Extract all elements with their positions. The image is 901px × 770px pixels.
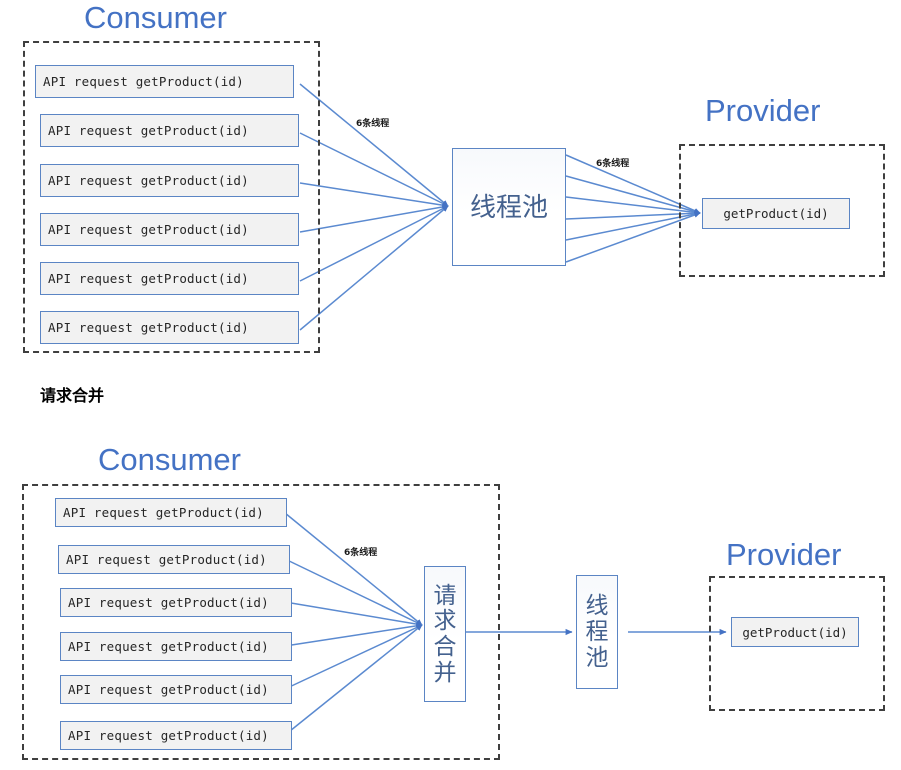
bottom-provider-boundary (709, 576, 885, 711)
top-label-pool-to-provider: 6条线程 (596, 159, 630, 169)
top-thread-pool-box[interactable]: 线程池 (452, 148, 566, 266)
bottom-thread-pool-box[interactable]: 线程 池 (576, 575, 618, 689)
bottom-api-request-2[interactable]: API request getProduct(id) (58, 545, 290, 574)
bottom-api-request-5[interactable]: API request getProduct(id) (60, 675, 292, 704)
top-provider-title: Provider (705, 93, 821, 128)
bottom-consumer-title: Consumer (98, 442, 241, 477)
bottom-api-request-1[interactable]: API request getProduct(id) (55, 498, 287, 527)
section-caption-request-merge: 请求合并 (40, 386, 105, 405)
bottom-consumer-boundary (22, 484, 500, 760)
top-label-consumer-to-pool: 6条线程 (356, 119, 390, 129)
top-consumer-boundary (23, 41, 320, 353)
bottom-api-request-3[interactable]: API request getProduct(id) (60, 588, 292, 617)
top-api-request-2[interactable]: API request getProduct(id) (40, 114, 299, 147)
bottom-request-merge-box[interactable]: 请求 合并 (424, 566, 466, 702)
top-api-request-3[interactable]: API request getProduct(id) (40, 164, 299, 197)
top-api-request-6[interactable]: API request getProduct(id) (40, 311, 299, 344)
bottom-api-request-6[interactable]: API request getProduct(id) (60, 721, 292, 750)
bottom-provider-title: Provider (726, 537, 842, 572)
top-api-request-5[interactable]: API request getProduct(id) (40, 262, 299, 295)
bottom-provider-getproduct-box[interactable]: getProduct(id) (731, 617, 859, 647)
bottom-label-consumer-to-merge: 6条线程 (344, 548, 378, 558)
top-consumer-title: Consumer (84, 0, 227, 35)
top-provider-boundary (679, 144, 885, 277)
bottom-api-request-4[interactable]: API request getProduct(id) (60, 632, 292, 661)
top-provider-getproduct-box[interactable]: getProduct(id) (702, 198, 850, 229)
top-api-request-1[interactable]: API request getProduct(id) (35, 65, 294, 98)
top-api-request-4[interactable]: API request getProduct(id) (40, 213, 299, 246)
